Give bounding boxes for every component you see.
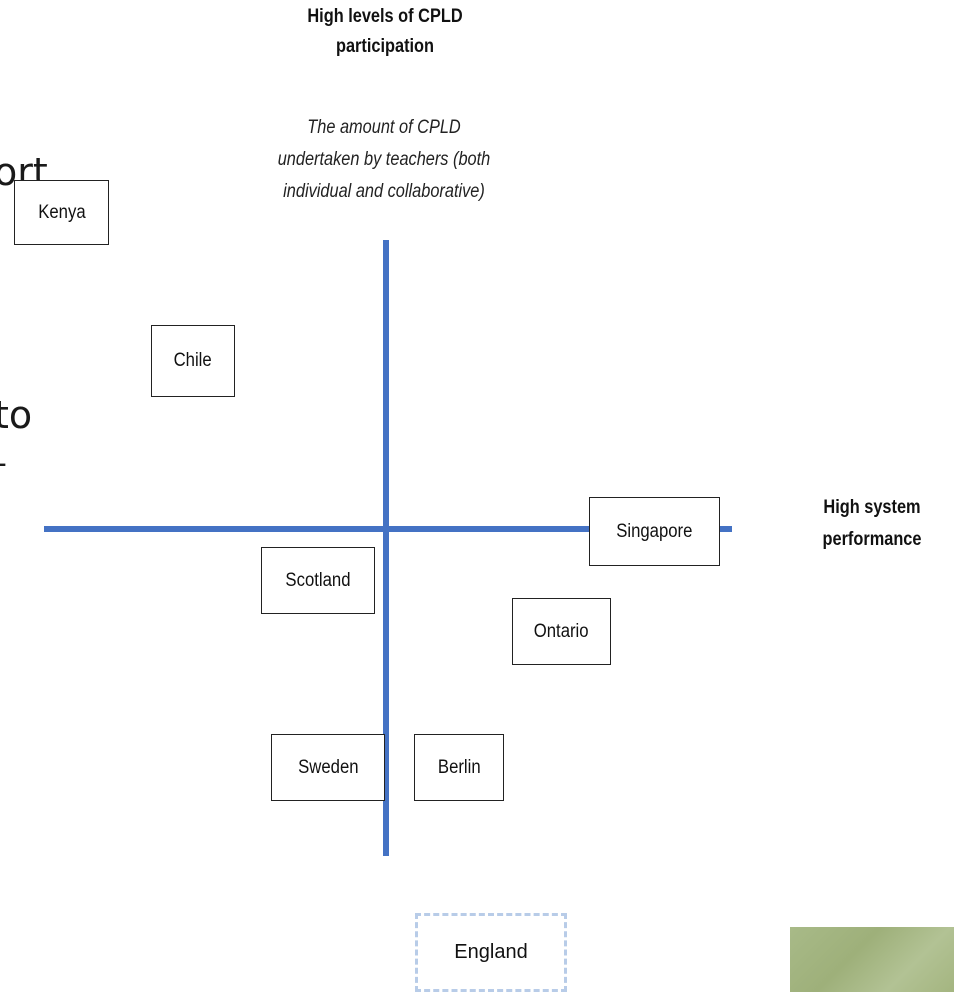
- node-kenya: Kenya: [14, 180, 109, 245]
- node-scotland: Scotland: [261, 547, 375, 614]
- node-singapore: Singapore: [589, 497, 720, 566]
- vertical-axis-description-line: The amount of CPLD: [307, 117, 461, 138]
- node-label: Berlin: [437, 756, 481, 778]
- node-label: Singapore: [616, 520, 693, 542]
- node-label: England: [454, 941, 528, 963]
- node-label: Kenya: [37, 201, 86, 223]
- node-ontario: Ontario: [512, 598, 611, 665]
- horizontal-axis-label: High system performance: [792, 492, 952, 556]
- vertical-axis-title: High levels of CPLD participation: [230, 2, 540, 62]
- horizontal-axis-label-line: High system: [823, 497, 921, 518]
- node-label: Ontario: [534, 620, 589, 642]
- node-sweden: Sweden: [271, 734, 385, 801]
- vertical-axis-title-line: participation: [335, 36, 435, 57]
- vertical-axis-description-line: undertaken by teachers (both: [277, 149, 491, 170]
- vertical-axis-description-line: individual and collaborative): [283, 181, 485, 202]
- node-berlin: Berlin: [414, 734, 504, 801]
- node-england: England: [415, 913, 567, 992]
- vertical-axis-title-line: High levels of CPLD: [307, 6, 463, 27]
- node-label: Sweden: [297, 756, 359, 778]
- vertical-axis-description: The amount of CPLD undertaken by teacher…: [226, 112, 542, 208]
- node-label: Scotland: [285, 569, 351, 591]
- horizontal-axis-label-line: performance: [822, 529, 922, 550]
- node-label: Chile: [173, 350, 213, 371]
- node-chile: Chile: [151, 325, 235, 397]
- vertical-axis-line: [383, 240, 389, 856]
- background-text-fragment: to: [0, 393, 33, 437]
- background-text-fragment: -: [0, 446, 7, 481]
- background-photo: [790, 927, 954, 992]
